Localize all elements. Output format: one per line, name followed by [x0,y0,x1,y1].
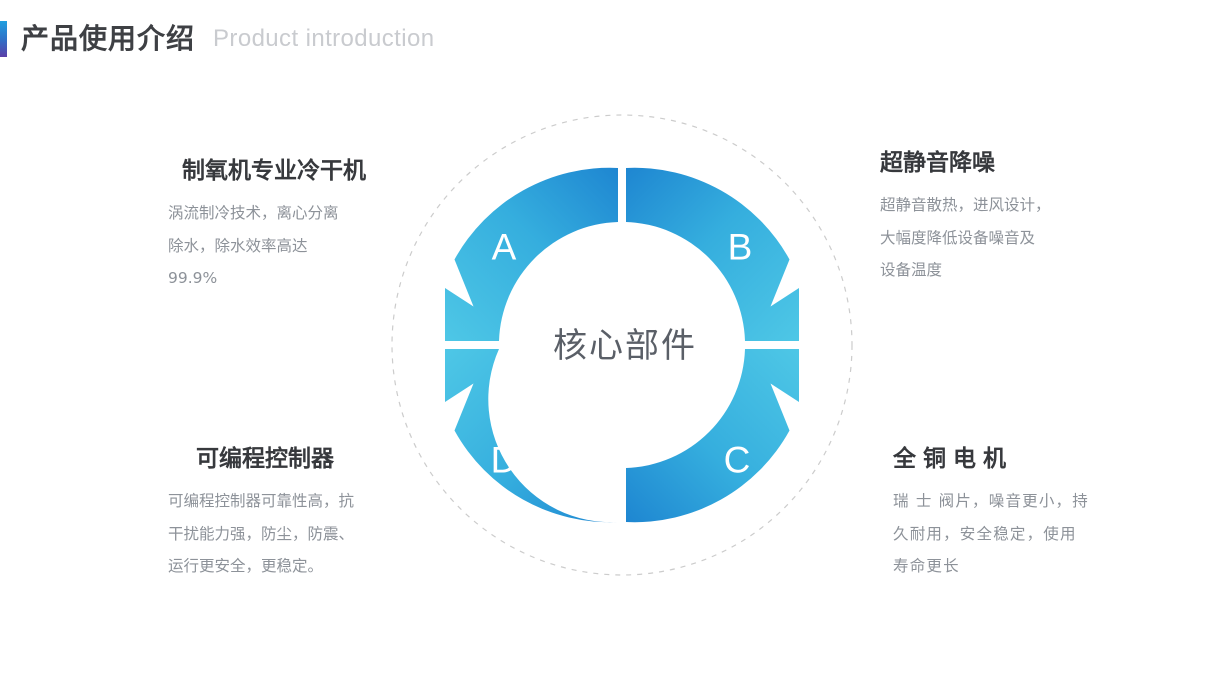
feature-line: 运行更安全，更稳定。 [168,557,324,576]
segment-letter-a: A [492,227,517,268]
page-subtitle: Product introduction [213,25,435,52]
feature-block-bottom-right: 全铜电机 瑞 士 阀片，噪音更小，持 久耐用，安全稳定，使用 寿命更长 [893,446,1143,583]
core-components-cycle-diagram: A B C D 核心部件 [385,108,859,582]
feature-line: 除水，除水效率高达 [168,236,308,255]
segment-D-arrow[interactable] [445,349,618,523]
feature-title-bottom-left: 可编程控制器 [196,445,334,472]
feature-block-top-right: 超静音降噪 超静音散热，进风设计， 大幅度降低设备噪音及 设备温度 [880,150,1130,287]
feature-body-bottom-left: 可编程控制器可靠性高，抗 干扰能力强，防尘，防震、 运行更安全，更稳定。 [168,485,418,583]
feature-line: 瑞 士 阀片，噪音更小，持 [893,492,1089,511]
feature-line: 超静音散热，进风设计， [880,196,1051,215]
segment-letter-d: D [491,440,518,481]
segment-A-arrow[interactable] [445,167,618,341]
segment-letter-b: B [728,227,753,268]
segment-C-arrow[interactable] [626,349,799,523]
feature-body-bottom-right: 瑞 士 阀片，噪音更小，持 久耐用，安全稳定，使用 寿命更长 [893,485,1143,583]
header-accent-bar-icon [0,21,7,57]
feature-line: 大幅度降低设备噪音及 [880,228,1036,247]
feature-line: 寿命更长 [893,557,960,576]
segment-letter-c: C [724,440,751,481]
feature-title-bottom-right: 全铜电机 [893,445,1013,472]
feature-line: 99.9% [168,269,218,288]
feature-title-top-left: 制氧机专业冷干机 [182,157,366,184]
feature-title-top-right: 超静音降噪 [880,149,995,176]
feature-block-bottom-left: 可编程控制器 可编程控制器可靠性高，抗 干扰能力强，防尘，防震、 运行更安全，更… [168,446,418,583]
diagram-center-label: 核心部件 [553,326,697,366]
feature-block-top-left: 制氧机专业冷干机 涡流制冷技术，离心分离 除水，除水效率高达 99.9% [168,158,418,295]
feature-line: 设备温度 [880,261,943,280]
page-title: 产品使用介绍 [21,22,196,55]
dashed-guide-circle [391,114,853,576]
feature-line: 久耐用，安全稳定，使用 [893,524,1077,543]
feature-line: 干扰能力强，防尘，防震、 [168,524,355,543]
segment-B-arrow[interactable] [626,167,799,341]
page-header: 产品使用介绍 Product introduction [0,18,434,60]
feature-body-top-left: 涡流制冷技术，离心分离 除水，除水效率高达 99.9% [168,197,418,295]
feature-line: 涡流制冷技术，离心分离 [168,204,339,223]
feature-body-top-right: 超静音散热，进风设计， 大幅度降低设备噪音及 设备温度 [880,189,1130,287]
feature-line: 可编程控制器可靠性高，抗 [168,492,355,511]
